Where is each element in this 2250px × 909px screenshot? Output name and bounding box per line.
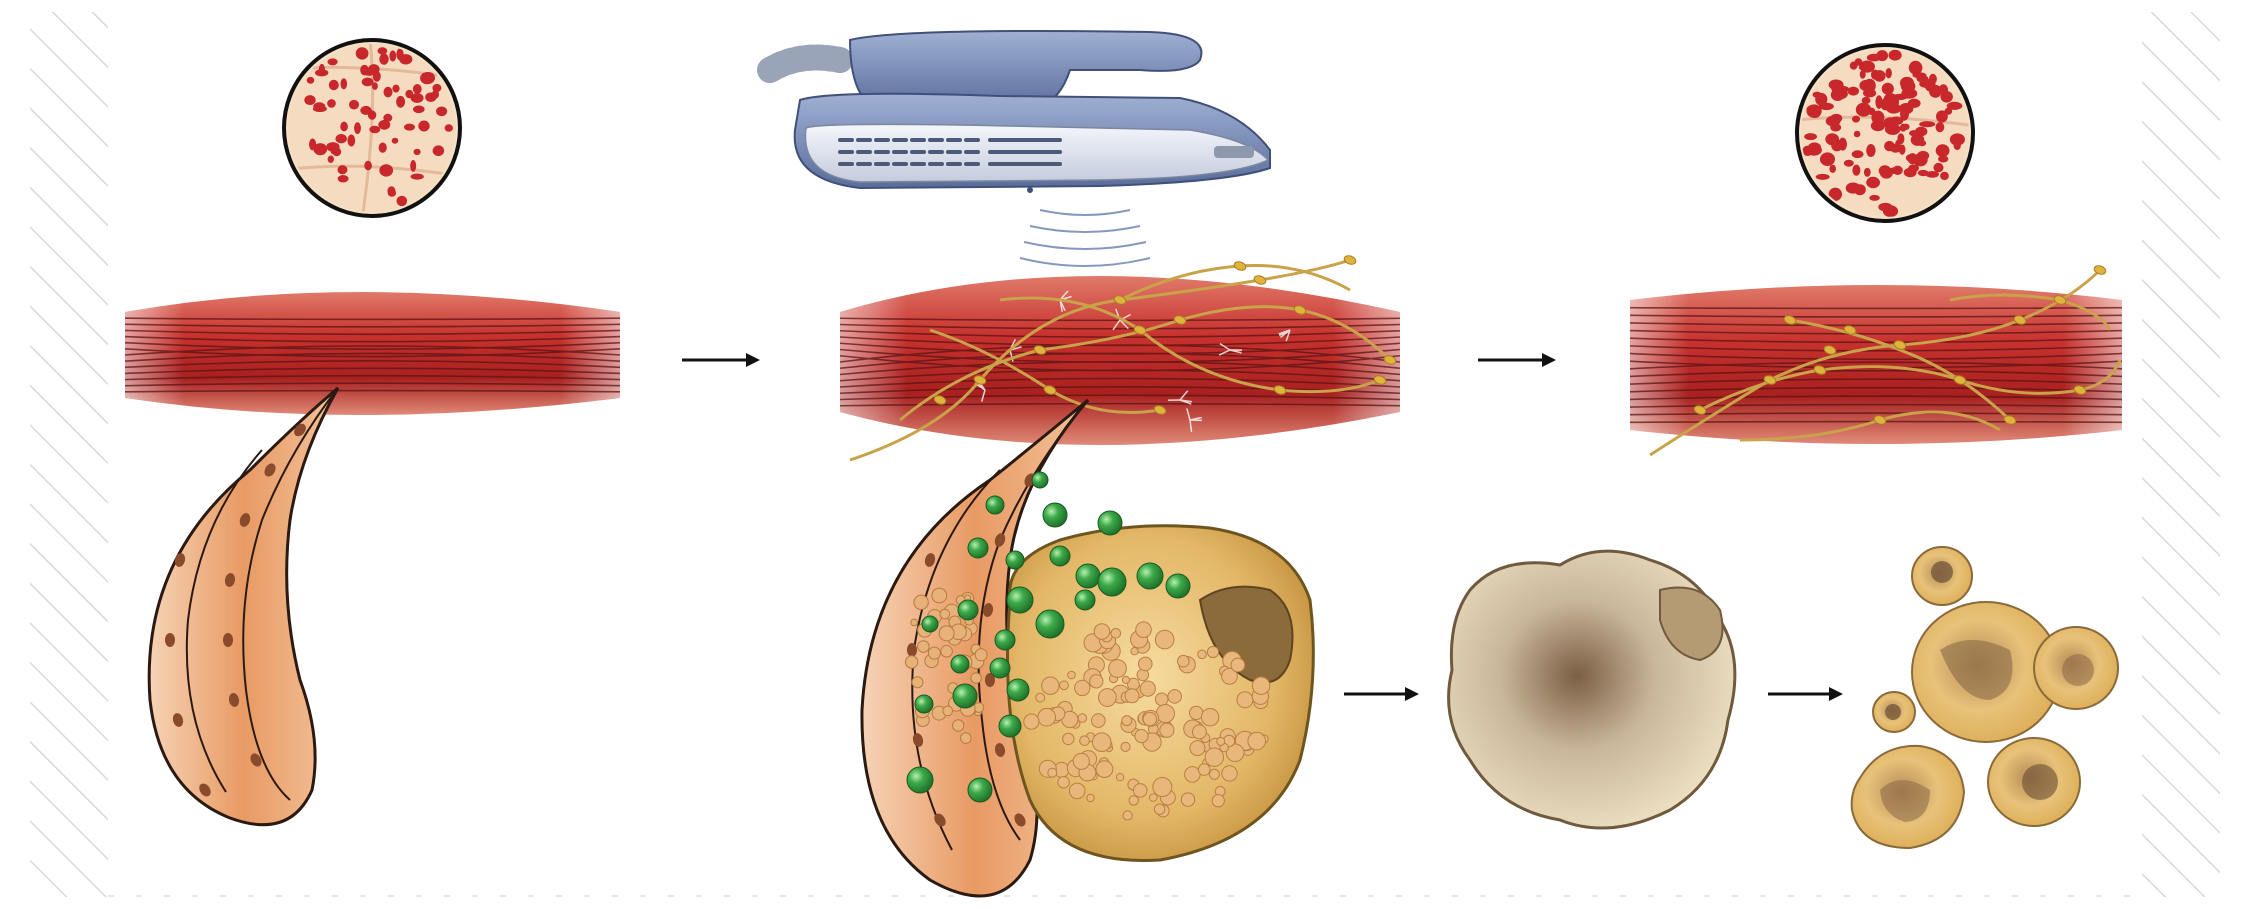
left-hatch-border xyxy=(30,12,108,897)
fat-fragment xyxy=(2034,627,2118,709)
fat-cell-apoptosis xyxy=(1449,551,1735,828)
fat-fragment xyxy=(1912,547,1972,605)
fat-fragment xyxy=(1873,692,1915,732)
fat-fragment xyxy=(1988,738,2080,826)
right-hatch-border xyxy=(2142,12,2220,897)
muscle-fiber-resting xyxy=(125,292,620,415)
